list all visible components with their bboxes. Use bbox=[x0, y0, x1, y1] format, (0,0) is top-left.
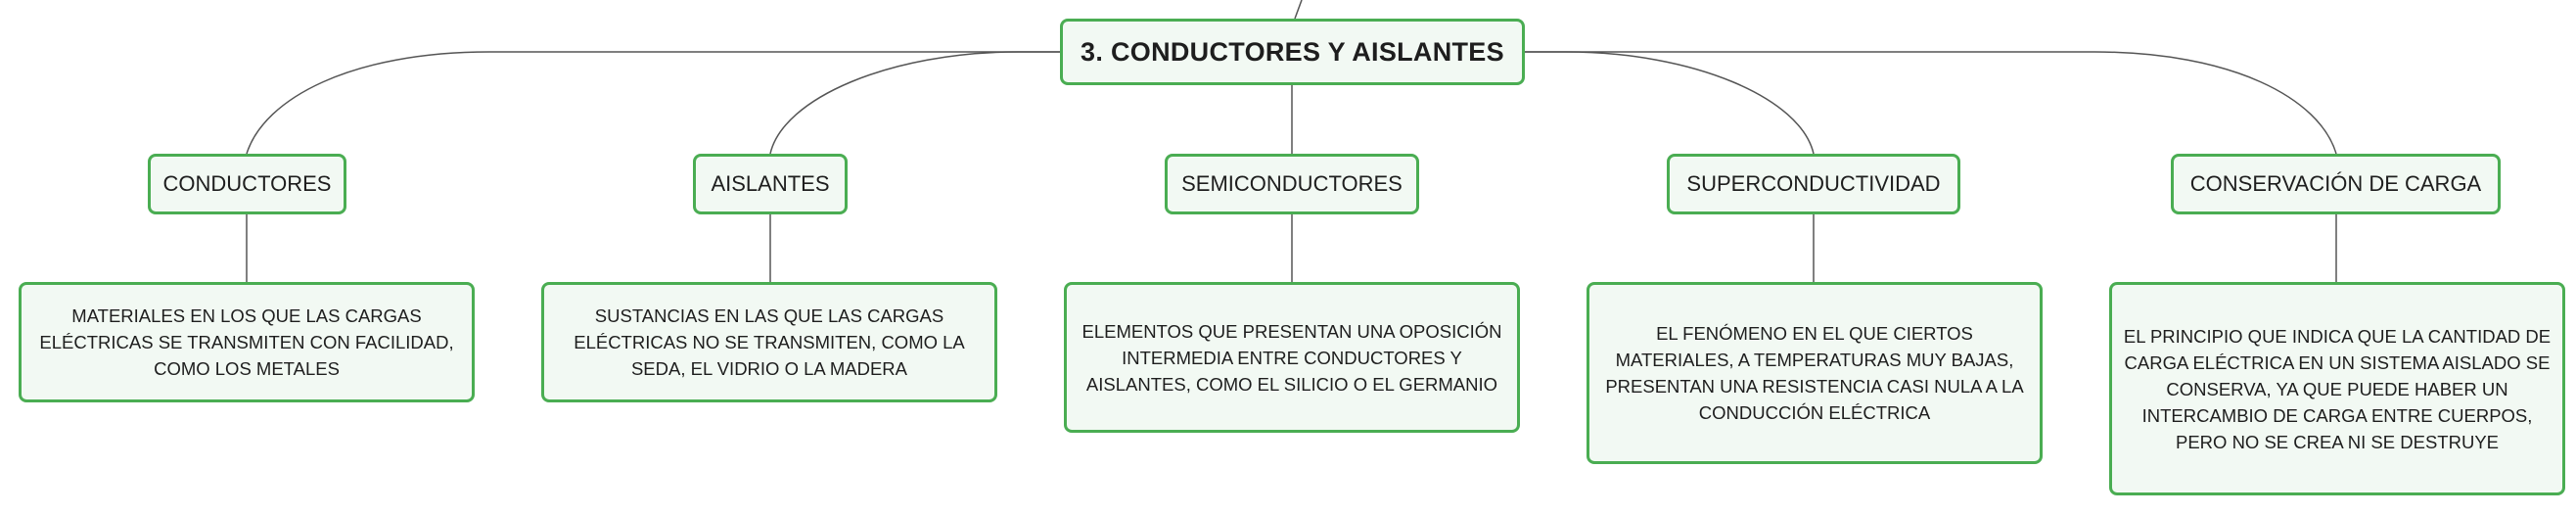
topic-node-conductores[interactable]: CONDUCTORES bbox=[148, 154, 346, 214]
description-line: ELÉCTRICAS NO SE TRANSMITEN, COMO LA bbox=[574, 332, 965, 352]
description-node-conductores[interactable]: MATERIALES EN LOS QUE LAS CARGAS ELÉCTRI… bbox=[19, 282, 475, 402]
topic-node-semiconductores[interactable]: SEMICONDUCTORES bbox=[1165, 154, 1419, 214]
root-topic-node[interactable]: 3. CONDUCTORES Y AISLANTES bbox=[1060, 19, 1525, 85]
description-text: SUSTANCIAS EN LAS QUE LAS CARGAS ELÉCTRI… bbox=[574, 303, 965, 382]
description-text: EL FENÓMENO EN EL QUE CIERTOS MATERIALES… bbox=[1605, 320, 2023, 426]
description-node-conservacion-de-carga[interactable]: EL PRINCIPIO QUE INDICA QUE LA CANTIDAD … bbox=[2109, 282, 2565, 495]
description-line: PERO NO SE CREA NI SE DESTRUYE bbox=[2176, 431, 2499, 452]
description-line: EL PRINCIPIO QUE INDICA QUE LA CANTIDAD … bbox=[2123, 325, 2552, 347]
description-line: COMO LOS METALES bbox=[154, 358, 340, 379]
connector-root-conductores bbox=[246, 51, 1060, 155]
description-node-superconductividad[interactable]: EL FENÓMENO EN EL QUE CIERTOS MATERIALES… bbox=[1587, 282, 2043, 464]
connector-root-incoming bbox=[1294, 0, 1303, 20]
connector-root-superconductividad bbox=[1525, 51, 1815, 155]
description-line: ELÉCTRICAS SE TRANSMITEN CON FACILIDAD, bbox=[39, 332, 454, 352]
topic-label: SEMICONDUCTORES bbox=[1181, 171, 1403, 196]
topic-label: SUPERCONDUCTIVIDAD bbox=[1686, 171, 1941, 196]
description-node-semiconductores[interactable]: ELEMENTOS QUE PRESENTAN UNA OPOSICIÓN IN… bbox=[1064, 282, 1520, 433]
topic-label: AISLANTES bbox=[711, 171, 830, 196]
description-line: SEDA, EL VIDRIO O LA MADERA bbox=[630, 358, 908, 379]
description-text: MATERIALES EN LOS QUE LAS CARGAS ELÉCTRI… bbox=[39, 303, 453, 382]
description-text: ELEMENTOS QUE PRESENTAN UNA OPOSICIÓN IN… bbox=[1081, 318, 1501, 398]
description-node-aislantes[interactable]: SUSTANCIAS EN LAS QUE LAS CARGAS ELÉCTRI… bbox=[541, 282, 997, 402]
description-line: CARGA ELÉCTRICA EN UN SISTEMA AISLADO SE bbox=[2124, 351, 2551, 373]
description-line: INTERMEDIA ENTRE CONDUCTORES Y bbox=[1122, 347, 1462, 368]
description-line: CONDUCCIÓN ELÉCTRICA bbox=[1698, 402, 1931, 423]
topic-label: CONDUCTORES bbox=[162, 171, 332, 196]
description-line: ELEMENTOS QUE PRESENTAN UNA OPOSICIÓN bbox=[1081, 320, 1502, 342]
description-line: AISLANTES, COMO EL SILICIO O EL GERMANIO bbox=[1085, 373, 1498, 395]
description-line: EL FENÓMENO EN EL QUE CIERTOS bbox=[1656, 323, 1973, 344]
description-line: CONSERVA, YA QUE PUEDE HABER UN bbox=[2166, 378, 2508, 399]
description-line: PRESENTAN UNA RESISTENCIA CASI NULA A LA bbox=[1605, 376, 2024, 397]
description-line: INTERCAMBIO DE CARGA ENTRE CUERPOS, bbox=[2141, 404, 2533, 426]
root-topic-label: 3. CONDUCTORES Y AISLANTES bbox=[1081, 36, 1504, 67]
description-line: MATERIALES EN LOS QUE LAS CARGAS bbox=[71, 305, 422, 326]
connector-root-aislantes bbox=[769, 51, 1060, 155]
topic-node-superconductividad[interactable]: SUPERCONDUCTIVIDAD bbox=[1667, 154, 1960, 214]
description-line: SUSTANCIAS EN LAS QUE LAS CARGAS bbox=[594, 305, 944, 326]
description-text: EL PRINCIPIO QUE INDICA QUE LA CANTIDAD … bbox=[2124, 323, 2551, 455]
topic-label: CONSERVACIÓN DE CARGA bbox=[2189, 171, 2482, 196]
connector-root-conservacion bbox=[1525, 51, 2337, 155]
topic-node-conservacion-de-carga[interactable]: CONSERVACIÓN DE CARGA bbox=[2171, 154, 2501, 214]
topic-node-aislantes[interactable]: AISLANTES bbox=[693, 154, 848, 214]
description-line: MATERIALES, A TEMPERATURAS MUY BAJAS, bbox=[1615, 350, 2014, 370]
